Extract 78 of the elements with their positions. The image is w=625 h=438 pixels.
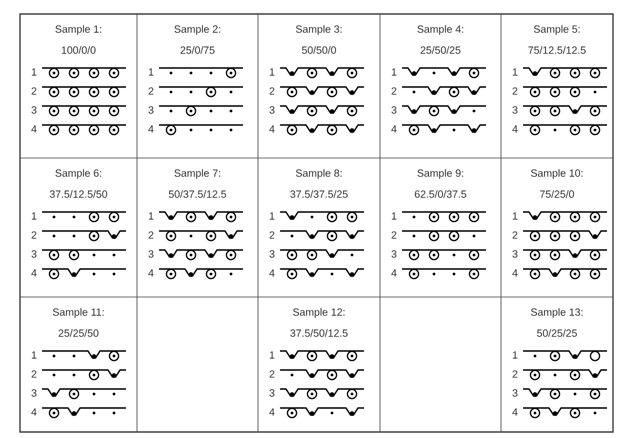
- row-number: 2: [392, 87, 396, 95]
- row-number: 1: [392, 212, 396, 220]
- row-number: 2: [392, 231, 396, 239]
- row-number: 2: [270, 231, 274, 239]
- ratio-text: 25/25/50: [58, 329, 98, 337]
- row-number: 3: [269, 250, 274, 258]
- ratio-text: 50/25/25: [537, 329, 577, 337]
- row-number: 1: [392, 68, 396, 76]
- row-number: 1: [32, 212, 36, 220]
- ratio-text: 25/0/75: [180, 46, 214, 54]
- row-number: 3: [391, 106, 396, 114]
- row-number: 3: [148, 250, 154, 258]
- row-number: 4: [148, 125, 154, 133]
- row-number: 1: [270, 68, 274, 76]
- row-number: 4: [512, 125, 518, 133]
- row-number: 2: [148, 231, 154, 239]
- sample-title: Sample 13:: [531, 308, 582, 318]
- row-number: 4: [31, 408, 37, 416]
- ratio-text: 75/25/0: [540, 190, 574, 198]
- row-number: 3: [32, 250, 36, 258]
- row-number: 1: [512, 212, 518, 220]
- sample-title: Sample 8:: [296, 169, 342, 179]
- ratio-text: 62.5/0/37.5: [414, 190, 466, 198]
- row-number: 2: [32, 370, 36, 378]
- ratio-text: 37.5/37.5/25: [290, 190, 348, 198]
- ratio-text: 37.5/50/12.5: [290, 329, 348, 337]
- ratio-text: 25/50/25: [420, 46, 460, 54]
- row-number: 2: [32, 87, 36, 95]
- row-number: 4: [269, 269, 275, 277]
- sample-title: Sample 6:: [55, 169, 102, 179]
- sample-title: Sample 2:: [174, 25, 220, 35]
- row-number: 1: [512, 351, 518, 359]
- sample-title: Sample 5:: [534, 25, 580, 35]
- row-number: 1: [148, 68, 154, 76]
- sample-title: Sample 1:: [55, 25, 102, 35]
- row-number: 2: [512, 87, 518, 95]
- row-number: 1: [270, 351, 274, 359]
- row-number: 1: [148, 212, 154, 220]
- row-number: 4: [512, 269, 518, 277]
- row-number: 4: [391, 125, 397, 133]
- row-number: 1: [32, 68, 36, 76]
- row-number: 2: [148, 87, 154, 95]
- ratio-text: 75/12.5/12.5: [528, 46, 586, 54]
- sample-title: Sample 10:: [531, 169, 582, 179]
- row-number: 3: [269, 106, 274, 114]
- row-number: 3: [32, 389, 36, 397]
- row-number: 4: [269, 125, 275, 133]
- row-number: 4: [512, 408, 518, 416]
- ratio-text: 37.5/12.5/50: [50, 190, 108, 198]
- row-number: 2: [32, 231, 36, 239]
- row-number: 2: [270, 87, 274, 95]
- row-number: 4: [148, 269, 154, 277]
- sample-title: Sample 11:: [52, 308, 104, 318]
- sample-title: Sample 4:: [417, 25, 464, 35]
- row-number: 3: [269, 389, 274, 397]
- sample-title: Sample 9:: [417, 169, 464, 179]
- row-number: 2: [270, 370, 274, 378]
- sample-title: Sample 3:: [296, 25, 342, 35]
- row-number: 2: [512, 370, 518, 378]
- row-number: 2: [512, 231, 518, 239]
- row-number: 3: [512, 106, 518, 114]
- row-number: 4: [269, 408, 275, 416]
- row-number: 4: [31, 125, 37, 133]
- sample-title: Sample 7:: [174, 169, 220, 179]
- ratio-text: 50/37.5/12.5: [168, 190, 226, 198]
- row-number: 1: [270, 212, 274, 220]
- sample-title: Sample 12:: [293, 308, 344, 318]
- row-number: 4: [31, 269, 37, 277]
- row-number: 3: [512, 389, 518, 397]
- ratio-text: 50/50/0: [302, 46, 336, 54]
- row-number: 3: [32, 106, 36, 114]
- row-number: 3: [512, 250, 518, 258]
- ratio-text: 100/0/0: [62, 46, 96, 54]
- row-number: 1: [32, 351, 36, 359]
- row-number: 1: [512, 68, 518, 76]
- row-number: 4: [391, 269, 397, 277]
- row-number: 3: [391, 250, 396, 258]
- row-number: 3: [148, 106, 154, 114]
